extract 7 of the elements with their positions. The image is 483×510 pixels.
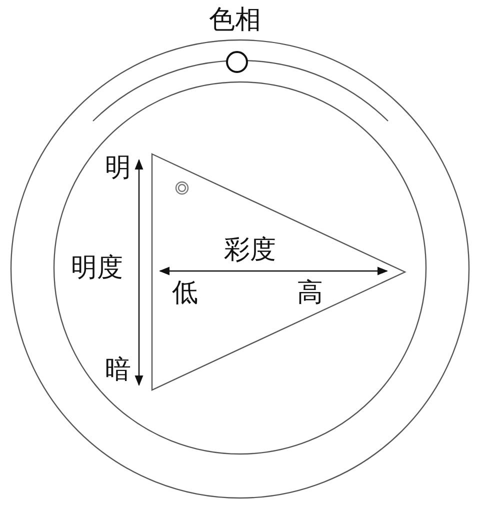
axis-label: 色相: [209, 7, 261, 33]
axis-label: 明: [105, 155, 131, 181]
axis-label: 彩度: [224, 237, 276, 263]
axis-label: 高: [297, 280, 323, 306]
axis-label: 暗: [105, 357, 131, 383]
axis-label: 明度: [71, 255, 123, 281]
axis-label: 低: [172, 280, 198, 306]
